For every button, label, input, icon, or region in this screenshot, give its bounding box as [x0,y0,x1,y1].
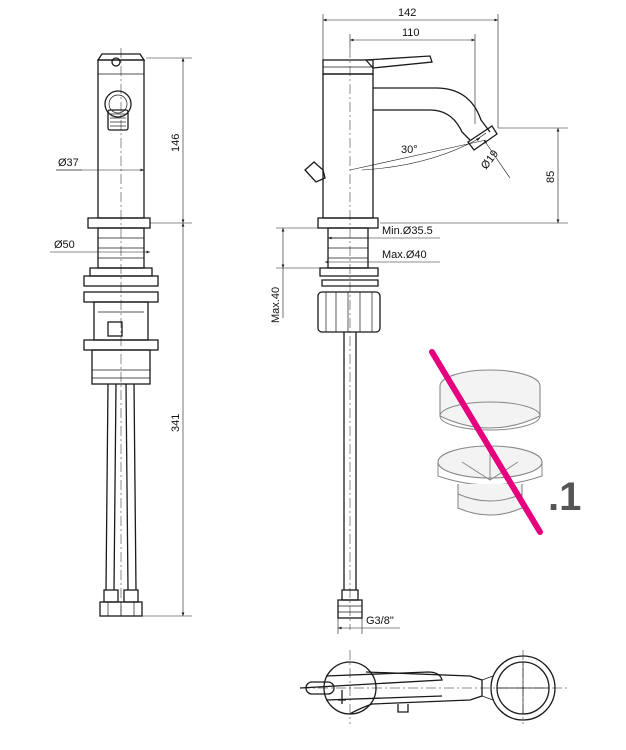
body-height-label: 146 [170,134,182,152]
top-view [299,650,570,724]
shank-length-label: 341 [170,414,182,432]
overall-width-label: 142 [398,7,416,19]
hole-max-label: Max.Ø40 [382,249,427,261]
spout-reach-label: 110 [402,27,420,39]
base-diameter-label: Ø50 [54,239,75,251]
waste-illustration: .1 [429,349,581,535]
spout-height-label: 85 [545,171,557,183]
hole-min-label: Min.Ø35.5 [382,225,433,237]
spout-angle-label: 30° [401,144,418,156]
body-diameter-label: Ø37 [58,157,79,169]
max-thickness-label: Max.40 [270,287,282,323]
waste-marker: .1 [548,475,581,519]
connection-label: G3/8" [366,615,394,627]
side-view: 30° Ø19 142 110 85 Min.Ø35.5 Max.Ø40 [270,7,568,634]
strike-line [429,349,543,535]
front-view: Ø37 Ø50 146 341 [50,48,192,618]
